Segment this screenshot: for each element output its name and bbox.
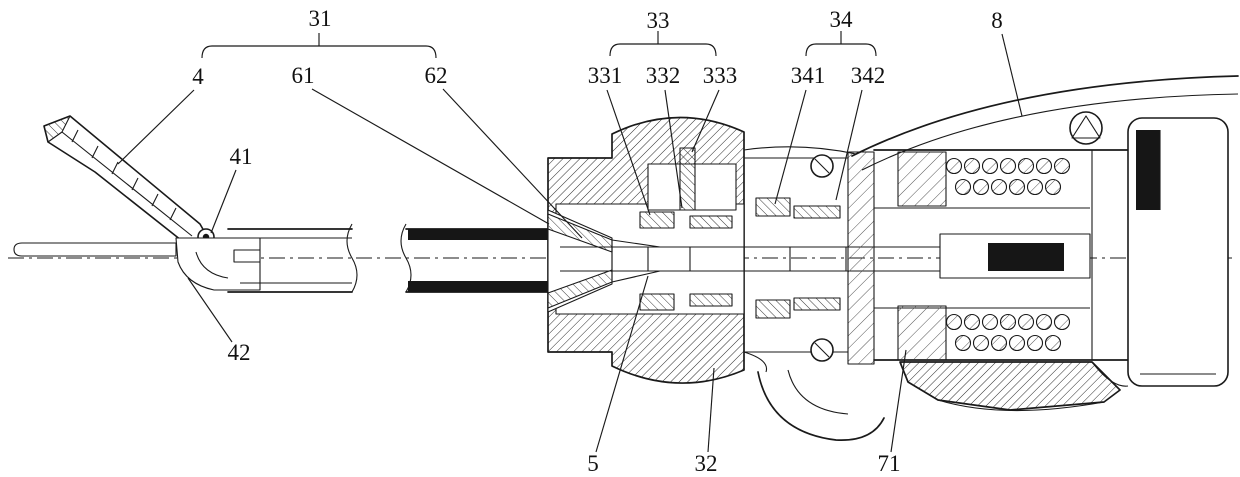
leader-41: [210, 169, 237, 234]
ref-label-33: 33: [647, 8, 670, 33]
leader-5: [595, 275, 649, 453]
spring-coils-bottom: [945, 313, 1071, 352]
rib-block-top: [897, 151, 947, 207]
leader-342: [835, 89, 863, 201]
bracket-31: [201, 45, 437, 59]
ref-label-42: 42: [228, 340, 251, 365]
ref-label-61: 61: [292, 63, 315, 88]
leader-32: [707, 367, 715, 453]
ref-label-341: 341: [791, 63, 826, 88]
top-shell: [743, 75, 1239, 171]
bush-331: [639, 211, 675, 229]
leader-333: [691, 89, 720, 153]
leader-71: [890, 349, 907, 453]
group-brackets: [201, 31, 877, 59]
leader-61: [311, 88, 550, 225]
lower-grip-block: [899, 361, 1129, 412]
ref-label-32: 32: [695, 451, 718, 476]
leader-8: [1001, 33, 1023, 117]
ref-label-41: 41: [230, 144, 253, 169]
pull-rod: [13, 242, 177, 257]
reference-labels: 31 4 61 62 33 331 332 333 34 341 342 8 4…: [192, 6, 1003, 476]
ref-label-5: 5: [587, 451, 599, 476]
ref-label-8: 8: [991, 8, 1003, 33]
bracket-33: [609, 43, 717, 57]
leader-332: [664, 89, 683, 209]
washer-332: [689, 215, 733, 229]
ref-label-71: 71: [878, 451, 901, 476]
leader-42: [187, 277, 233, 343]
leader-331: [606, 89, 651, 216]
right-body: [873, 149, 1129, 361]
end-cap: [1127, 117, 1229, 387]
leader-341: [774, 89, 807, 205]
ring-342: [793, 205, 841, 219]
spring-coils-top: [945, 157, 1071, 196]
leader-62: [442, 88, 583, 239]
ref-label-34: 34: [830, 7, 854, 32]
leader-lines: [117, 33, 1023, 453]
lever-mount: [175, 237, 261, 291]
leader-4: [117, 89, 195, 165]
ref-label-333: 333: [703, 63, 738, 88]
center-housing: [547, 116, 745, 384]
ref-label-31: 31: [309, 6, 332, 31]
ring-341: [755, 197, 791, 217]
retainer-plate: [847, 151, 875, 365]
ref-label-332: 332: [646, 63, 681, 88]
bracket-34: [805, 43, 877, 57]
piston: [988, 243, 1064, 271]
ref-label-4: 4: [192, 64, 204, 89]
ref-label-331: 331: [588, 63, 623, 88]
trigger-area: [743, 351, 885, 441]
shell-screw: [1069, 111, 1103, 145]
outer-tube: [227, 223, 549, 293]
pin-333: [679, 147, 696, 211]
mid-components: [744, 151, 875, 365]
ref-label-62: 62: [425, 63, 448, 88]
ref-label-342: 342: [851, 63, 886, 88]
lever-assembly: [43, 115, 215, 246]
